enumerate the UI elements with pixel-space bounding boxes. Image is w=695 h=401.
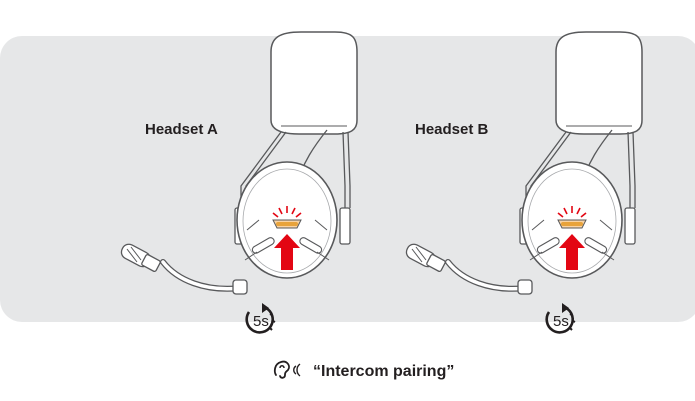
headset-a-hold-timer-icon: 5s bbox=[245, 301, 277, 334]
background-panel bbox=[0, 36, 695, 322]
headset-b-hold-time-text: 5s bbox=[553, 313, 569, 330]
voice-prompt: “Intercom pairing” bbox=[272, 359, 455, 386]
ear-sound-icon bbox=[272, 359, 308, 386]
headset-a-hold-time-text: 5s bbox=[253, 313, 269, 330]
headset-b-label: Headset B bbox=[415, 121, 489, 138]
headset-a-label: Headset A bbox=[145, 121, 218, 138]
headset-b-hold-timer-icon: 5s bbox=[545, 301, 577, 334]
voice-prompt-text: “Intercom pairing” bbox=[313, 363, 455, 380]
